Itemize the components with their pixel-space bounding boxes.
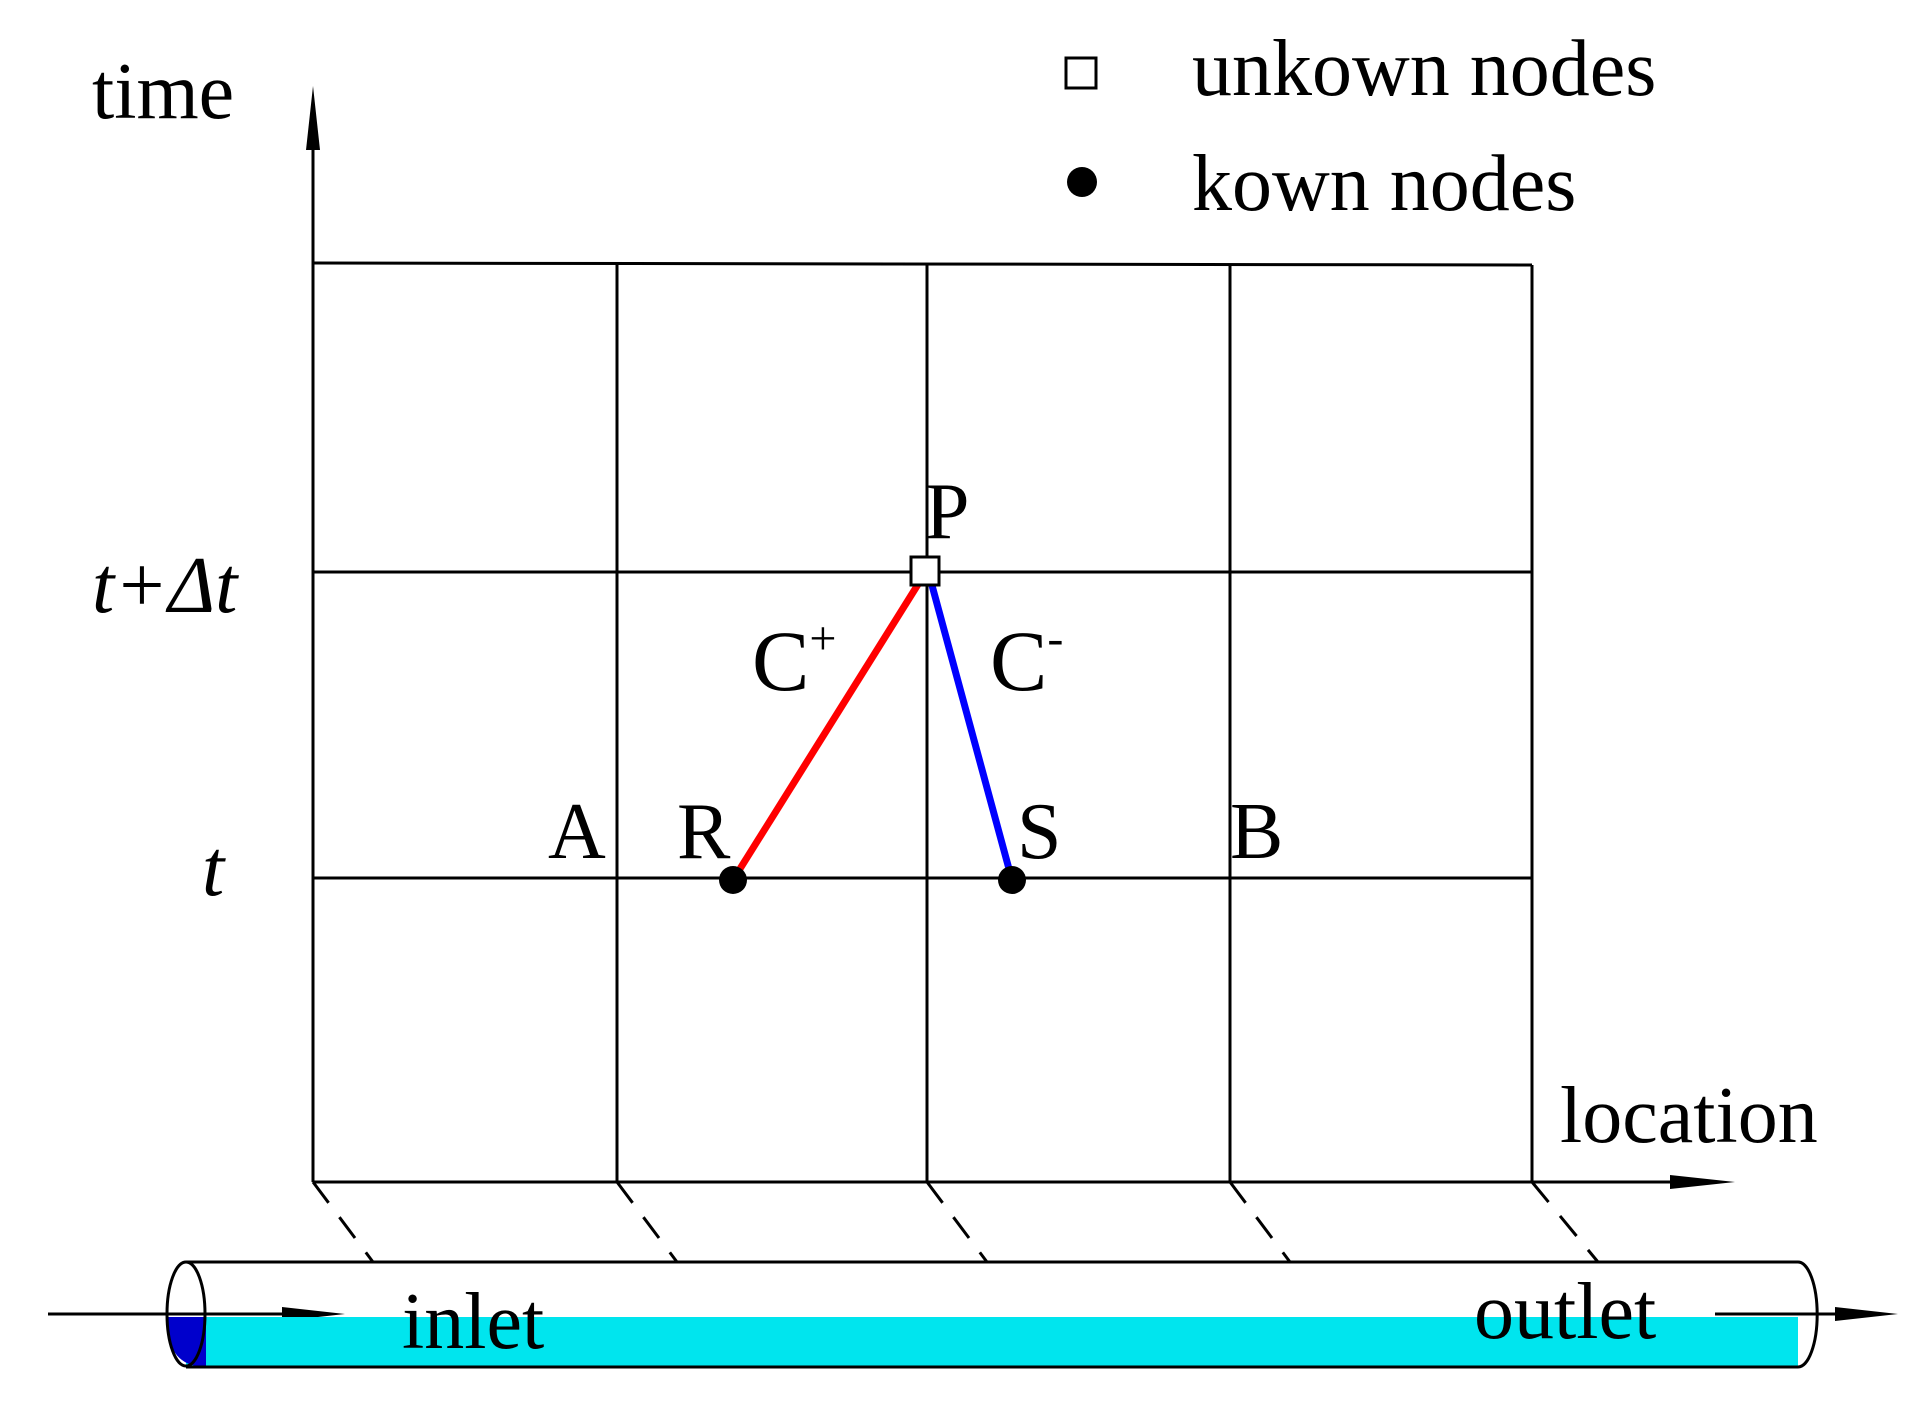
node-s-known-marker <box>998 866 1026 894</box>
pipe-inlet-label: inlet <box>402 1278 544 1366</box>
node-r-known-marker <box>719 866 747 894</box>
projection-line <box>615 1181 679 1263</box>
location-axis-arrowhead <box>1670 1175 1735 1189</box>
node-p-unknown-marker <box>909 555 941 587</box>
c-minus-characteristic-line <box>926 577 1016 881</box>
pipe-inlet-opening <box>165 1260 207 1368</box>
legend-known-label: kown nodes <box>1192 140 1576 228</box>
pipe-inlet-water-cap <box>166 1317 206 1367</box>
projection-lines <box>311 1181 1600 1263</box>
time-axis-label: time <box>92 48 234 136</box>
known-node-legend-icon <box>1067 167 1097 197</box>
arrow-right-icon <box>1835 1307 1898 1321</box>
node-label-r: R <box>677 788 731 876</box>
axes: time location t+Δt t <box>92 48 1818 1189</box>
node-label-b: B <box>1230 788 1283 876</box>
node-label-s: S <box>1017 788 1062 876</box>
c-minus-label: C- <box>990 612 1063 709</box>
c-plus-superscript: + <box>809 612 836 665</box>
node-label-a: A <box>548 788 606 876</box>
tick-label-t-plus-dt: t+Δt <box>92 542 239 630</box>
location-axis-label: location <box>1560 1072 1818 1160</box>
grid-hline-top <box>312 261 1533 267</box>
tick-label-t: t <box>202 825 226 913</box>
c-plus-characteristic-line <box>730 576 925 882</box>
projection-line <box>311 1181 375 1263</box>
projection-line <box>925 1181 989 1263</box>
c-plus-label: C+ <box>752 612 836 709</box>
projection-line <box>1228 1181 1292 1263</box>
pipe: inlet outlet <box>48 1260 1898 1369</box>
legend-unknown-label: unkown nodes <box>1192 25 1656 113</box>
pipe-water <box>186 1317 1798 1367</box>
grid <box>312 261 1534 1182</box>
time-axis-arrowhead <box>306 86 320 150</box>
c-plus-letter: C <box>752 613 809 709</box>
projection-line <box>1530 1181 1600 1263</box>
pipe-outlet-label: outlet <box>1474 1268 1656 1356</box>
legend: unkown nodes kown nodes <box>1064 25 1656 228</box>
c-minus-superscript: - <box>1047 612 1063 665</box>
c-minus-letter: C <box>990 613 1047 709</box>
unknown-node-legend-icon <box>1064 56 1098 90</box>
node-label-p: P <box>925 468 970 556</box>
